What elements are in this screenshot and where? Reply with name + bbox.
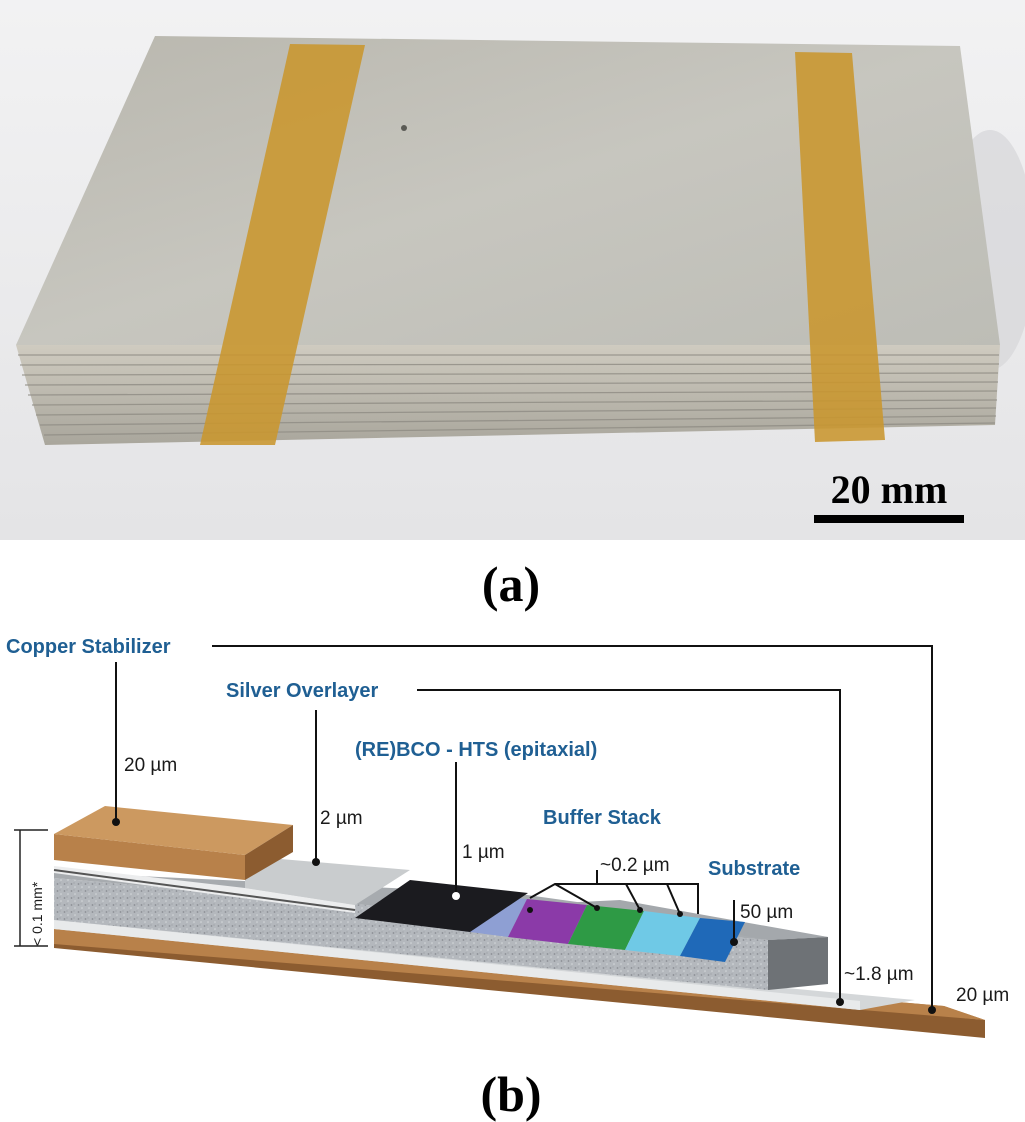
label-copper-stabilizer: Copper Stabilizer	[6, 636, 171, 658]
photo-stacked-tapes	[0, 0, 1025, 540]
dim-total-thickness: < 0.1 mm*	[29, 881, 45, 946]
dim-buffer: ~0.2 µm	[600, 855, 670, 876]
substrate-end	[768, 937, 828, 990]
dim-silver-top: 2 µm	[320, 808, 363, 829]
copper-top-front	[54, 834, 245, 880]
dim-rebco: 1 µm	[462, 842, 505, 863]
scale-bar-label: 20 mm	[830, 467, 948, 512]
copper-top-end	[245, 825, 293, 880]
copper-top-surface	[54, 806, 293, 855]
dim-copper-bottom: 20 µm	[956, 985, 1009, 1006]
buffer-layer-3	[568, 905, 644, 950]
kapton-tape-left	[200, 44, 365, 445]
dim-copper-top: 20 µm	[124, 755, 177, 776]
rebco-layer	[355, 880, 528, 932]
buffer-layer-4	[625, 911, 700, 956]
label-rebco: (RE)BCO - HTS (epitaxial)	[355, 739, 597, 761]
label-substrate: Substrate	[708, 858, 800, 880]
panel-label-b: (b)	[480, 1066, 542, 1122]
panel-label-a: (a)	[481, 556, 541, 612]
tape-architecture-diagram: Copper Stabilizer Silver Overlayer (RE)B…	[6, 636, 1009, 1038]
silver-overlayer-top	[245, 856, 410, 905]
buffer-layer-5	[680, 918, 745, 962]
kapton-tape-right	[795, 52, 885, 442]
label-buffer-stack: Buffer Stack	[543, 807, 662, 829]
label-silver-overlayer: Silver Overlayer	[226, 680, 379, 702]
scale-bar	[814, 515, 964, 523]
substrate-front	[54, 878, 768, 990]
dim-silver-bottom: ~1.8 µm	[844, 964, 914, 985]
dim-substrate: 50 µm	[740, 902, 793, 923]
